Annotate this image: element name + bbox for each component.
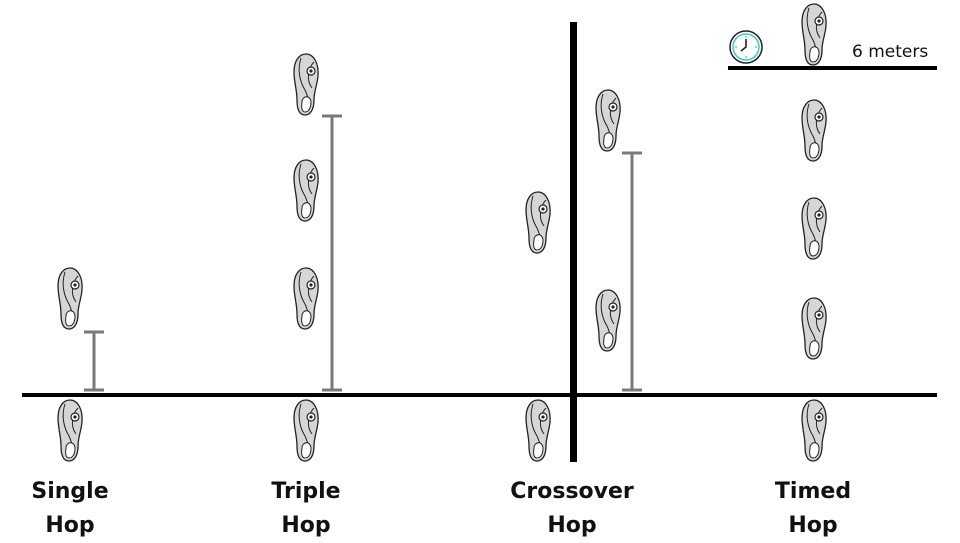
start-line — [22, 393, 937, 397]
footprint-icon — [57, 267, 83, 330]
label-single-hop: Single Hop — [0, 475, 170, 543]
footprint-icon — [293, 399, 319, 462]
label-timed-hop: Timed Hop — [713, 475, 913, 543]
crossover-center-line — [570, 22, 577, 462]
label-line: Hop — [788, 513, 838, 538]
label-line: Hop — [547, 513, 597, 538]
footprint-icon — [801, 3, 827, 66]
label-triple-hop: Triple Hop — [206, 475, 406, 543]
footprint-icon — [525, 191, 551, 254]
label-line: Hop — [45, 513, 95, 538]
measure-bar-crossover — [622, 151, 642, 392]
footprint-icon — [57, 399, 83, 462]
label-line: Triple — [271, 479, 341, 504]
label-line: Timed — [774, 479, 852, 504]
footprint-icon — [293, 159, 319, 222]
measure-bar-single — [84, 330, 104, 392]
footprint-icon — [801, 99, 827, 162]
distance-label: 6 meters — [852, 42, 929, 62]
label-line: Single — [31, 479, 109, 504]
footprint-icon — [293, 53, 319, 116]
footprint-icon — [525, 399, 551, 462]
footprint-icon — [595, 289, 621, 352]
clock-icon — [729, 30, 763, 64]
footprint-icon — [293, 267, 319, 330]
distance-line — [728, 66, 937, 70]
footprint-icon — [801, 399, 827, 462]
footprint-icon — [801, 197, 827, 260]
label-crossover-hop: Crossover Hop — [472, 475, 672, 543]
label-line: Crossover — [510, 479, 634, 504]
label-line: Hop — [281, 513, 331, 538]
measure-bar-triple — [322, 114, 342, 392]
footprint-icon — [801, 297, 827, 360]
footprint-icon — [595, 89, 621, 152]
